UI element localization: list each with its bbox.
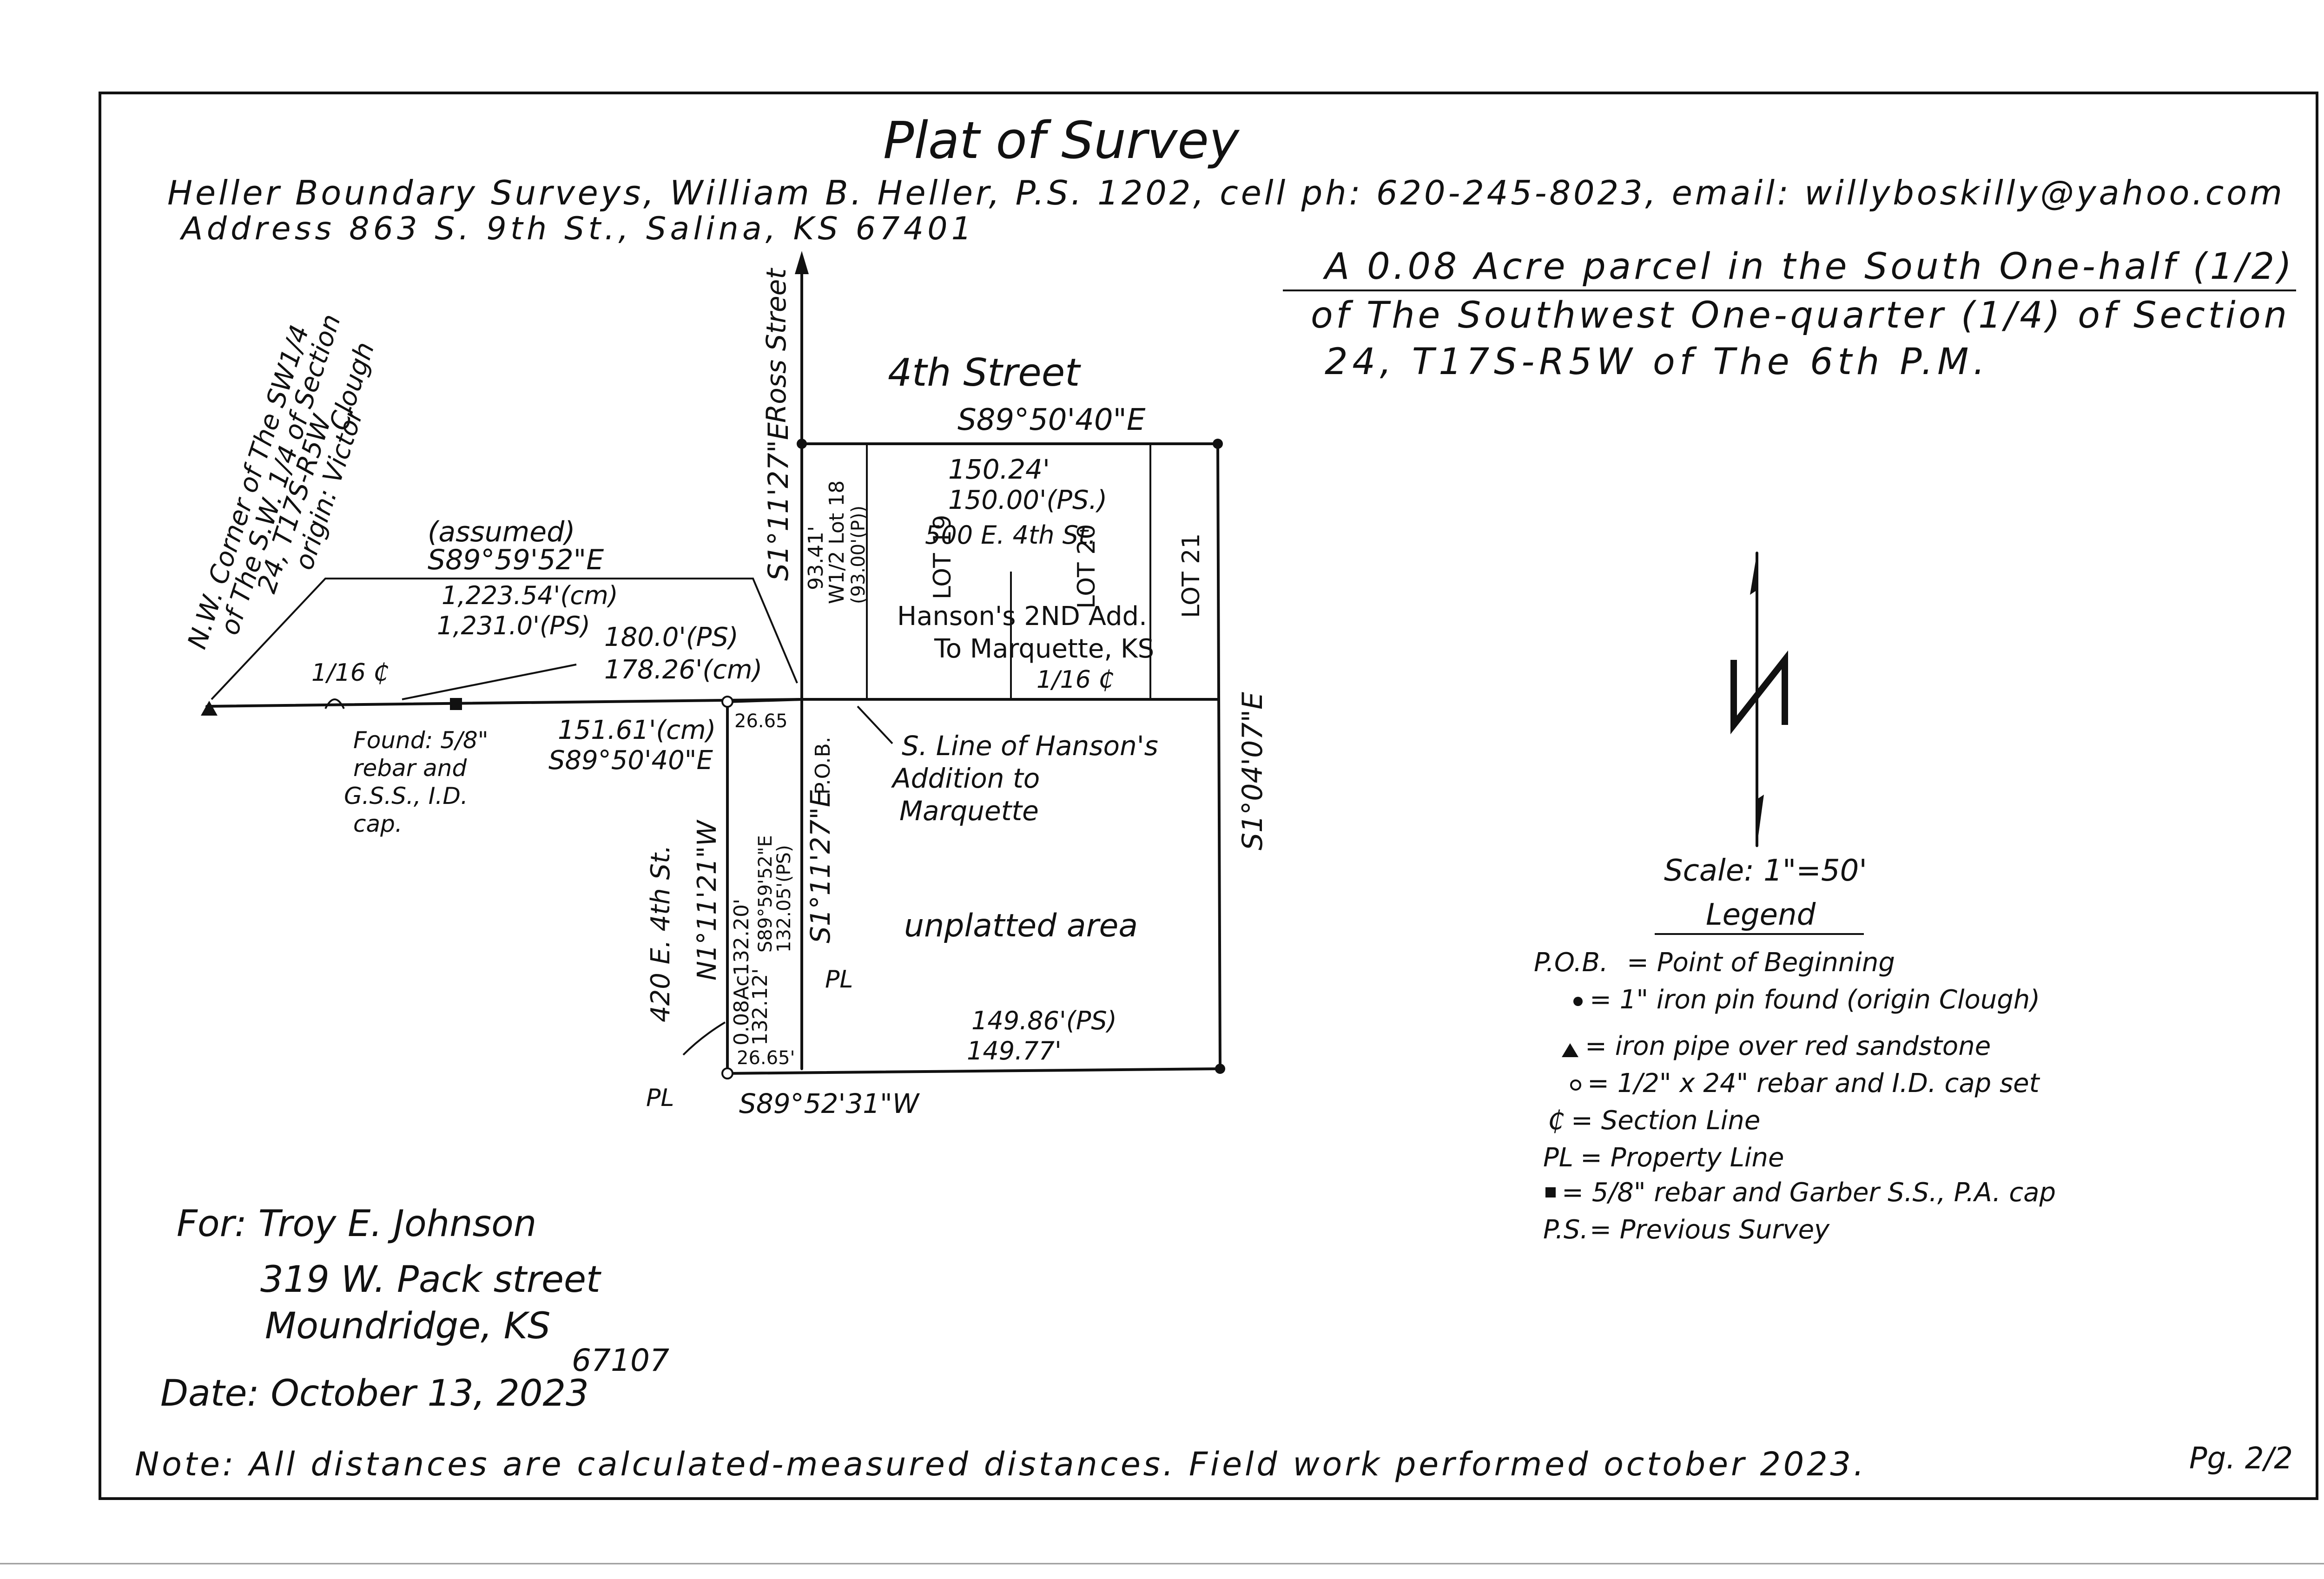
sixteenth-line-left: 1/16 ₵	[311, 659, 389, 687]
iron-pin-nee	[1213, 439, 1223, 449]
legend-rebar-symbol	[1570, 1079, 1581, 1091]
pob-label: P.O.B.	[811, 737, 835, 795]
address-500: 500 E. 4th St.	[925, 520, 1096, 550]
rebar-set-sw	[721, 1067, 733, 1079]
legend-pl-symbol: PL	[1543, 1143, 1573, 1173]
lot-18-dist: 93.41'	[804, 526, 828, 590]
dist-178-leader	[402, 664, 577, 700]
company-line: Heller Boundary Surveys, William B. Hell…	[167, 173, 2282, 212]
client-zip: 67107	[572, 1342, 669, 1378]
legend-rebar-text: = 1/2" x 24" rebar and I.D. cap set	[1587, 1068, 2040, 1099]
legend-pipe-text: = iron pipe over red sandstone	[1585, 1031, 1991, 1061]
west-bearing-upper: S1°11'27"E	[762, 422, 795, 581]
address-420-leader	[682, 1021, 726, 1056]
bearing-151: S89°50'40"E	[548, 745, 713, 776]
lot-20-label: LOT 20	[1073, 524, 1101, 609]
unplatted-label: unplatted area	[904, 908, 1138, 944]
ross-street-label: Ross Street	[760, 268, 792, 423]
bearing-main: S89°59'52"E	[428, 544, 604, 576]
n-bearing: N1°11'21"W	[692, 819, 722, 980]
found-rebar-1: Found: 5/8"	[353, 727, 489, 754]
rebar-set-nw	[721, 696, 733, 708]
legend-section-symbol: ₵	[1548, 1105, 1565, 1136]
legend-square-symbol	[1545, 1187, 1556, 1197]
top-26: 26.65	[734, 711, 788, 732]
top-dist-ps: 150.00'(PS.)	[948, 485, 1107, 515]
parcel-dist-132-12: 132.12'	[748, 968, 772, 1046]
legend-pin-symbol	[1573, 997, 1583, 1006]
bottom-dist-ps: 149.86'(PS)	[971, 1006, 1117, 1035]
lot-18-name: W1/2 Lot 18	[825, 480, 849, 604]
top-dist: 150.24'	[948, 454, 1050, 485]
client-street: 319 W. Pack street	[260, 1259, 601, 1301]
dist-cm: 1,223.54'(cm)	[442, 581, 618, 610]
north-arrow	[1730, 552, 1788, 847]
s-line-2: Addition to	[891, 763, 1040, 794]
lot-19-label: LOT 19	[929, 514, 957, 599]
assumed-label: (assumed)	[428, 516, 575, 548]
parcel-bearing: S89°59'52"E	[755, 835, 776, 953]
legend-ps-text: = Previous Survey	[1590, 1215, 1830, 1245]
client-for: For: Troy E. Johnson	[177, 1203, 536, 1245]
note-label: Note: All distances are calculated-measu…	[135, 1445, 1864, 1483]
lot-21-label: LOT 21	[1177, 533, 1205, 618]
scale-label: Scale: 1"=50'	[1664, 854, 1867, 888]
assumed-bracket	[211, 578, 798, 700]
s-line-1: S. Line of Hanson's	[902, 730, 1158, 762]
legend-square-text: = 5/8" rebar and Garber S.S., P.A. cap	[1562, 1178, 2056, 1208]
found-rebar-3: G.S.S., I.D.	[344, 783, 468, 809]
page-number: Pg. 2/2	[2189, 1441, 2293, 1476]
legend-pin-text: = 1" iron pin found (origin Clough)	[1590, 985, 2040, 1015]
parcel-acreage: 0.08Ac	[730, 975, 753, 1046]
parcel-dist-132-20: 132.20'	[730, 899, 753, 976]
section-16-line	[205, 698, 803, 708]
hansons-addition: Hanson's 2ND Add.	[897, 601, 1147, 632]
legend-section-text: = Section Line	[1571, 1105, 1760, 1136]
dist-178-cm: 178.26'(cm)	[604, 655, 762, 685]
address-420: 420 E. 4th St.	[646, 845, 676, 1022]
east-bearing: S1°04'07"E	[1236, 692, 1269, 850]
address-line: Address 863 S. 9th St., Salina, KS 67401	[179, 211, 971, 247]
s-line-leader	[857, 705, 893, 744]
parcel-north-line	[726, 698, 803, 703]
bottom-line	[726, 1067, 1221, 1075]
client-city: Moundridge, KS	[265, 1305, 550, 1347]
fourth-street-label: 4th Street	[888, 351, 1081, 395]
s-line-3: Marquette	[899, 795, 1039, 827]
legend-pob-symbol: P.O.B.	[1534, 947, 1608, 978]
legend-pob-text: = Point of Beginning	[1627, 947, 1895, 978]
legend-pl-text: = Property Line	[1580, 1143, 1784, 1173]
bottom-dist: 149.77'	[967, 1036, 1062, 1066]
legend-title: Legend	[1706, 898, 1816, 932]
date-label: Date: October 13, 2023	[160, 1373, 589, 1415]
bottom-26: 26.65'	[737, 1047, 795, 1069]
to-marquette: To Marquette, KS	[934, 634, 1154, 664]
sixteenth-line-right: 1/16 ₵	[1037, 666, 1114, 694]
description-line-1: A 0.08 Acre parcel in the South One-half…	[1322, 246, 2291, 288]
lots-east-line	[1216, 442, 1221, 1070]
description-line-2: of The Southwest One-quarter (1/4) of Se…	[1311, 295, 2287, 336]
nw-corner-triangle	[201, 701, 218, 716]
found-rebar-4: cap.	[353, 810, 403, 837]
legend-pipe-symbol	[1562, 1043, 1578, 1057]
ross-street-arrowhead	[795, 251, 809, 274]
top-bearing: S89°50'40"E	[957, 403, 1146, 437]
dist-151-cm: 151.61'(cm)	[558, 715, 716, 745]
legend-ps-symbol: P.S.	[1543, 1215, 1588, 1245]
lot-18-plat-dist: (93.00'(P))	[848, 506, 869, 604]
bottom-bearing: S89°52'31"W	[739, 1088, 920, 1119]
sheet-border	[99, 92, 2318, 1500]
property-line-symbol: PL	[825, 966, 853, 993]
plat-title: Plat of Survey	[883, 111, 1240, 170]
rebar-found-marker	[450, 698, 462, 710]
parcel-dist-ps: 132.05'(PS)	[773, 845, 795, 953]
dist-180-ps: 180.0'(PS)	[604, 622, 739, 652]
dist-ps: 1,231.0'(PS)	[437, 611, 590, 640]
property-line-symbol-sw: PL	[646, 1084, 674, 1112]
found-rebar-2: rebar and	[353, 755, 467, 782]
section-line-break	[324, 698, 345, 709]
west-bearing-lower: S1°11'27"E	[805, 790, 836, 943]
description-line-3: 24, T17S-R5W of The 6th P.M.	[1325, 341, 1985, 383]
